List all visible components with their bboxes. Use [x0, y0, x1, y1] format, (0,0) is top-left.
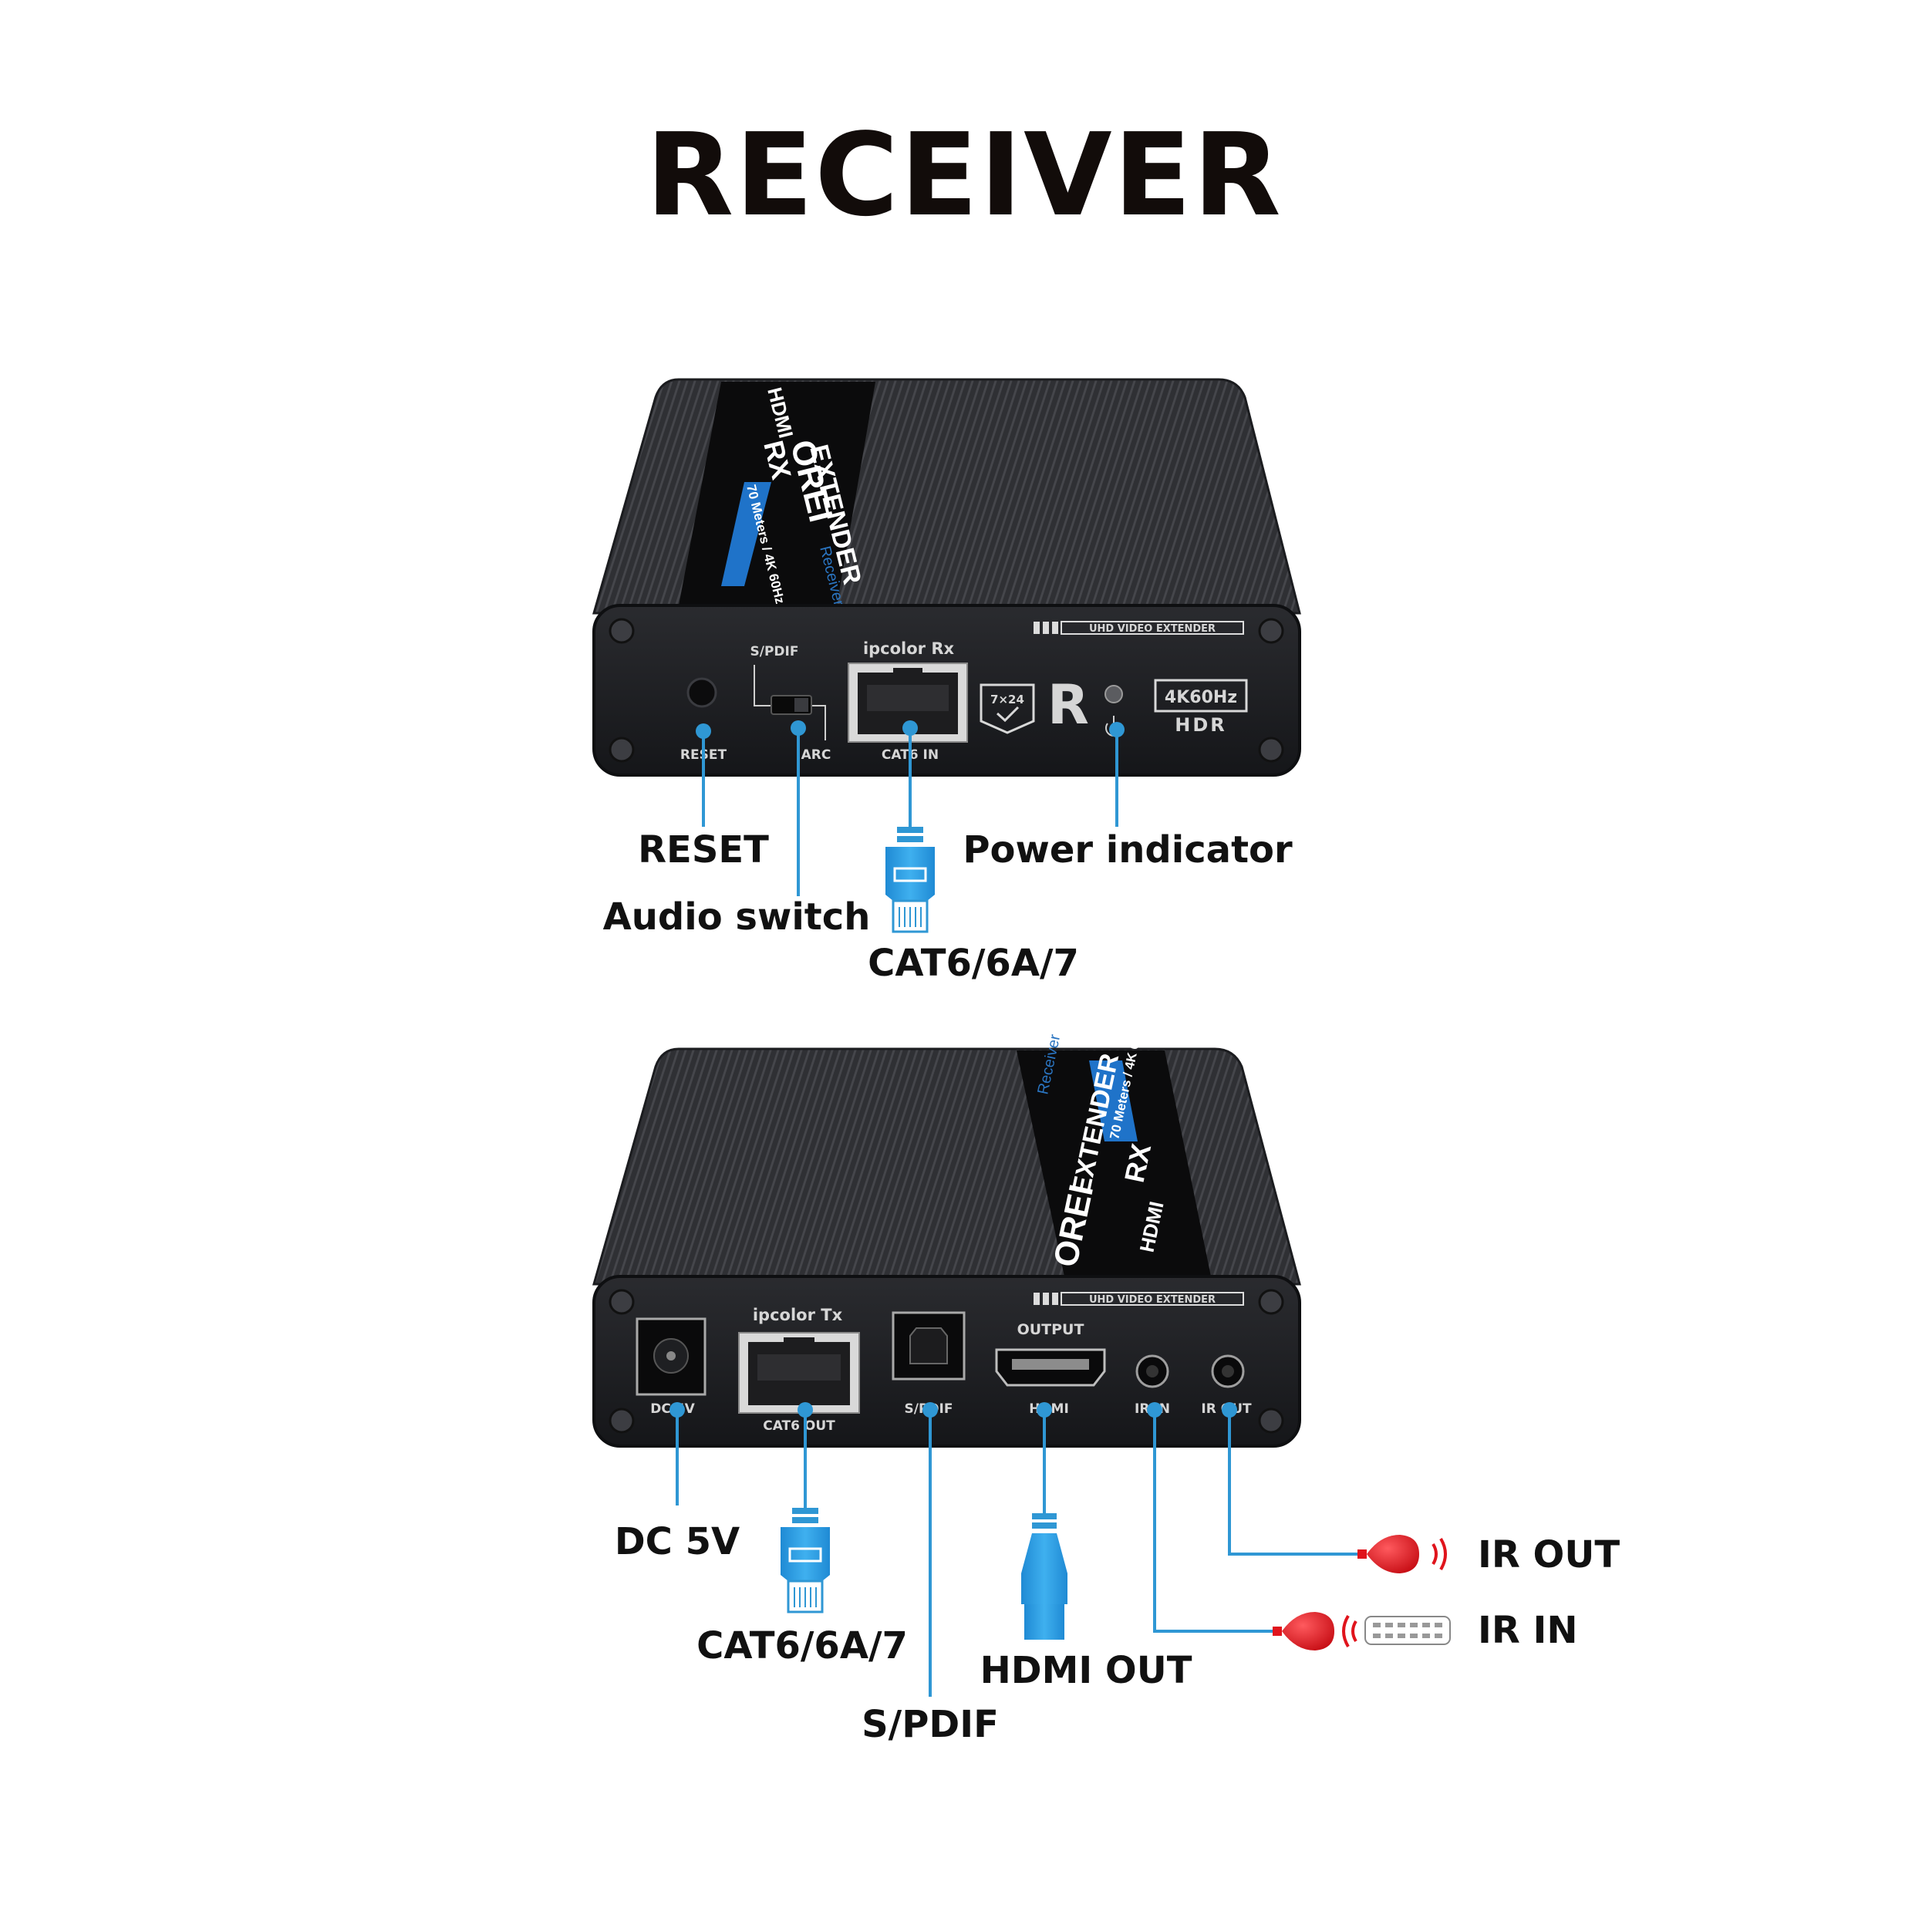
- ir-receiver-icon: [1273, 1612, 1357, 1650]
- svg-text:UHD VIDEO EXTENDER: UHD VIDEO EXTENDER: [1089, 1294, 1216, 1306]
- rj45-top-label: ipcolor Rx: [863, 639, 955, 658]
- callout-reset: RESET: [638, 828, 769, 872]
- ethernet-connector-icon: [781, 1508, 830, 1613]
- svg-text:UHD VIDEO EXTENDER: UHD VIDEO EXTENDER: [1089, 623, 1216, 635]
- callout-dot: [1222, 1402, 1237, 1418]
- screw: [1258, 1408, 1284, 1434]
- callout-dot: [791, 720, 806, 736]
- remote-control-icon: [1364, 1616, 1451, 1645]
- badge-7x24: 7×24: [990, 693, 1024, 706]
- page-title: RECEIVER: [646, 109, 1282, 241]
- screw: [609, 618, 635, 644]
- bottom-callouts: [676, 1410, 1359, 1697]
- callout-cat-bottom: CAT6/6A/7: [696, 1624, 908, 1667]
- hdmi-output-label: OUTPUT: [1017, 1321, 1084, 1338]
- check-icon: [996, 706, 1020, 723]
- rj45-out-bottom-label: CAT6 OUT: [763, 1418, 835, 1434]
- reset-button[interactable]: [686, 677, 717, 708]
- top-callouts: [702, 728, 1118, 896]
- switch-bracket: [754, 665, 826, 740]
- spdif-optical-port[interactable]: [892, 1311, 966, 1381]
- callout-hdmi-out: HDMI OUT: [980, 1649, 1192, 1692]
- screw: [1258, 618, 1284, 644]
- callout-cat-top: CAT6/6A/7: [868, 942, 1079, 985]
- callout-power-indicator: Power indicator: [963, 828, 1293, 872]
- shield-icon: [980, 683, 1035, 734]
- screw: [609, 1289, 635, 1315]
- callout-spdif: S/PDIF: [862, 1703, 999, 1746]
- callout-audio-switch: Audio switch: [603, 895, 871, 939]
- callout-dc-5v: DC 5V: [615, 1520, 740, 1563]
- arc-switch-label: ARC: [801, 747, 831, 763]
- callout-dot: [669, 1402, 685, 1418]
- badge-r: R: [1047, 673, 1089, 737]
- callout-ir-in: IR IN: [1478, 1609, 1578, 1652]
- callout-dot: [922, 1402, 938, 1418]
- badge-hdr: HDR: [1175, 714, 1227, 736]
- callout-dot: [798, 1402, 813, 1418]
- callout-dot: [1147, 1402, 1162, 1418]
- spdif-switch-label: S/PDIF: [750, 644, 799, 659]
- ethernet-connector-icon: [885, 827, 935, 933]
- bottom-device-series-badge: UHD VIDEO EXTENDER: [1034, 1292, 1244, 1306]
- callout-dot: [1037, 1402, 1052, 1418]
- hdmi-cable-icon: [1021, 1513, 1067, 1640]
- bottom-device: OREI EXTENDER RX 70 Meters / 4K 60Hz Rec…: [592, 1018, 1301, 1448]
- bottom-device-label-band: [1017, 1050, 1211, 1276]
- screw: [1258, 1289, 1284, 1315]
- callout-dot: [902, 720, 918, 736]
- top-device: OREI EXTENDER RX 70 Meters / 4K 60Hz Rec…: [592, 378, 1301, 777]
- badge-4k60-frame: [1154, 679, 1248, 713]
- screw: [609, 1408, 635, 1434]
- top-device-series-badge: UHD VIDEO EXTENDER: [1034, 621, 1244, 635]
- ir-emitter-icon: [1357, 1535, 1447, 1573]
- callout-dot: [696, 723, 711, 739]
- bottom-device-model: RX: [1118, 1141, 1158, 1185]
- top-device-label-band: [679, 382, 875, 605]
- screw: [1258, 737, 1284, 763]
- power-led: [1104, 685, 1123, 703]
- rj45-out-top-label: ipcolor Tx: [753, 1306, 843, 1324]
- screw: [609, 737, 635, 763]
- badge-4k60: 4K60Hz: [1165, 688, 1237, 707]
- callout-dot: [1109, 722, 1125, 737]
- callout-ir-out: IR OUT: [1478, 1533, 1620, 1576]
